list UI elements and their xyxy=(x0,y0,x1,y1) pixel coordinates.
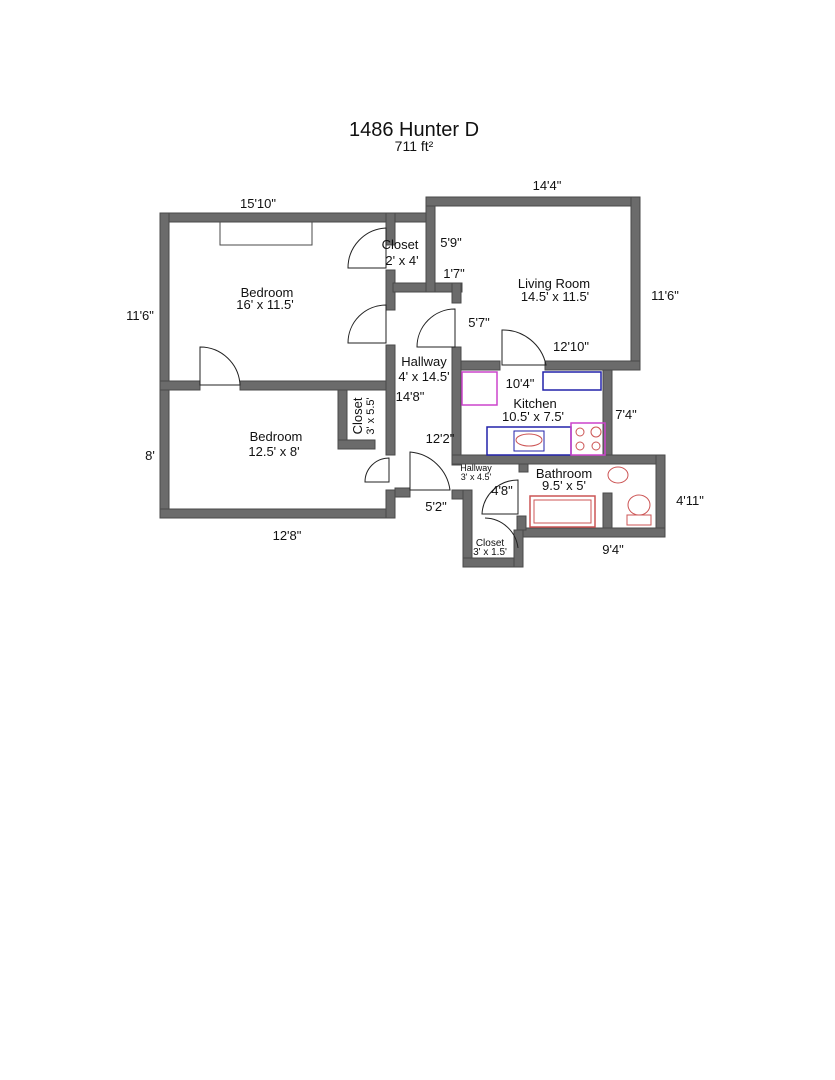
stove xyxy=(570,422,606,456)
door-swing xyxy=(501,329,547,366)
wall xyxy=(462,489,473,568)
label: 4'8" xyxy=(491,483,513,498)
label: 2' x 4' xyxy=(385,253,418,268)
label: 10'4" xyxy=(506,376,535,391)
label: 4' x 14.5' xyxy=(398,369,449,384)
toilet-bowl xyxy=(627,494,651,516)
wall xyxy=(425,196,436,293)
label: 3' x 1.5' xyxy=(473,547,507,558)
plan-title: 1486 Hunter D xyxy=(349,119,479,141)
burner xyxy=(590,426,602,438)
wall xyxy=(219,221,313,246)
wall xyxy=(337,389,348,449)
sink-basin xyxy=(515,433,543,447)
door-swing xyxy=(409,451,451,491)
burner xyxy=(575,427,585,437)
door-swing xyxy=(347,304,387,344)
wall xyxy=(394,487,411,498)
label: 11'6" xyxy=(651,288,679,303)
label: 14'8" xyxy=(396,389,425,404)
door-swing xyxy=(347,227,387,269)
label: 9'4" xyxy=(602,542,624,557)
label: 12.5' x 8' xyxy=(248,444,299,459)
wall xyxy=(544,360,641,371)
label: Closet xyxy=(350,397,365,434)
doors xyxy=(199,227,547,549)
label: Kitchen xyxy=(513,396,556,411)
label: Closet xyxy=(382,237,419,252)
wall xyxy=(516,527,666,538)
bathroom-fixtures xyxy=(529,466,652,528)
wall xyxy=(655,454,666,538)
wall xyxy=(513,529,524,568)
label: 5'9" xyxy=(440,235,462,250)
wall xyxy=(159,380,201,391)
wall xyxy=(385,344,396,456)
label: Closet xyxy=(476,538,505,549)
label: 12'8" xyxy=(273,528,302,543)
label: Hallway xyxy=(401,354,447,369)
label: 12'2" xyxy=(426,431,455,446)
wall xyxy=(516,515,527,531)
refrigerator xyxy=(461,371,498,406)
door-swing xyxy=(484,517,519,549)
sink xyxy=(513,430,545,452)
label: 3' x 5.5' xyxy=(365,397,377,434)
toilet-tank xyxy=(626,514,652,526)
plan-area: 711 ft² xyxy=(395,138,434,154)
wall xyxy=(630,196,641,371)
wall xyxy=(385,489,396,519)
label: 15'10" xyxy=(240,196,276,211)
label: 4'11" xyxy=(676,493,704,508)
label: 12'10" xyxy=(553,339,589,354)
kitchen-fixtures xyxy=(461,371,606,456)
wall xyxy=(518,463,529,473)
bathtub xyxy=(529,495,596,528)
door-swing xyxy=(199,346,241,386)
wall xyxy=(451,282,462,304)
wall xyxy=(425,196,641,207)
wall xyxy=(159,508,396,519)
wall xyxy=(602,369,613,456)
label: 5'2" xyxy=(425,499,447,514)
wall xyxy=(159,212,170,519)
counter xyxy=(542,371,602,391)
wall xyxy=(337,439,376,450)
label: 7'4" xyxy=(615,407,637,422)
label: Hallway xyxy=(460,463,492,473)
shape xyxy=(533,499,592,524)
label: Bathroom xyxy=(536,466,592,481)
label: 8' xyxy=(145,448,155,463)
label: 9.5' x 5' xyxy=(542,478,586,493)
label: 16' x 11.5' xyxy=(236,297,293,312)
burner xyxy=(575,441,585,451)
label: 11'6" xyxy=(126,308,154,323)
door-swing xyxy=(416,308,456,348)
bathroom-sink xyxy=(607,466,629,484)
label: Bedroom xyxy=(241,285,294,300)
label: Living Room xyxy=(518,276,590,291)
wall xyxy=(451,346,462,466)
label: 3' x 4.5' xyxy=(461,472,492,482)
door-swing xyxy=(481,479,519,515)
wall xyxy=(602,492,613,529)
wall xyxy=(239,380,394,391)
label: Bedroom xyxy=(250,429,303,444)
label: 1'7" xyxy=(443,266,465,281)
door-swing xyxy=(364,457,390,483)
label: 10.5' x 7.5' xyxy=(502,409,564,424)
dimension-labels: 15'10" 11'6" 8' 12'8" 14'4" 5'9" 1'7" 5'… xyxy=(126,178,704,557)
label: 5'7" xyxy=(468,315,490,330)
walls xyxy=(159,196,666,568)
label: 14'4" xyxy=(533,178,562,193)
burner xyxy=(591,441,601,451)
label: 14.5' x 11.5' xyxy=(521,289,589,304)
room-labels: Bedroom 16' x 11.5' Bedroom 12.5' x 8' C… xyxy=(236,237,592,558)
